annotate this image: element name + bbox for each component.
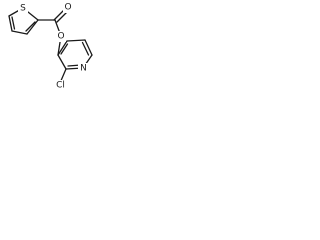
sulfur-label: S xyxy=(20,4,26,14)
bond-c2-c3 xyxy=(26,19,39,35)
bond-c4-c3-inner xyxy=(60,43,69,55)
bond-c6-c5 xyxy=(84,39,93,56)
atom-n: N xyxy=(78,63,89,74)
bond-c4-c5 xyxy=(8,15,13,32)
bond-c3-c2 xyxy=(57,54,67,70)
nitrogen-label: N xyxy=(80,64,87,74)
atom-o-ester: O xyxy=(56,31,66,42)
molecule-structure: S O O N Cl xyxy=(8,2,93,91)
chlorine-label: Cl xyxy=(56,81,65,91)
bond-c5-c4 xyxy=(66,39,86,42)
atom-cl: Cl xyxy=(53,80,68,91)
bond-c2-c3-inner xyxy=(25,21,36,32)
bond-c4-c5-inner xyxy=(11,16,16,30)
atom-s: S xyxy=(18,3,28,14)
bond-c3-c4 xyxy=(11,30,28,35)
bond-c6-c5-inner xyxy=(81,41,90,56)
ester-oxygen-label: O xyxy=(57,32,64,42)
atom-labels: S O O N Cl xyxy=(18,2,89,91)
bond-c4-c3 xyxy=(57,40,68,56)
atom-o-carbonyl: O xyxy=(63,2,73,13)
carbonyl-oxygen-label: O xyxy=(64,3,71,13)
